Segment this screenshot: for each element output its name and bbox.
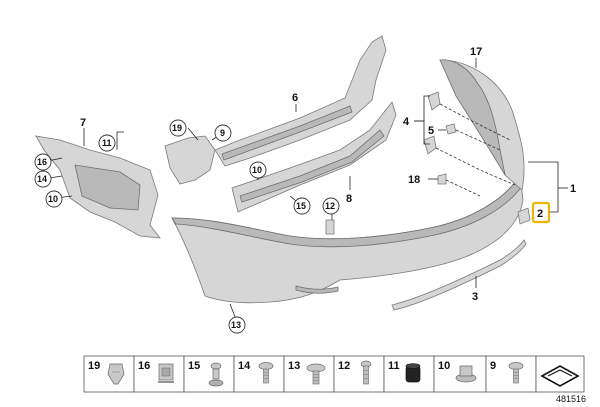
callout-2-highlight [531,201,551,224]
part-13-icon [306,363,326,385]
trim-strip [391,239,527,311]
part-15-icon [208,362,224,387]
callout-19: 19 [172,123,182,133]
callout-10-left: 10 [48,194,58,204]
callout-10-center: 10 [252,165,262,175]
callout-13: 13 [231,320,241,330]
part-10-icon [455,365,477,383]
strip-label-19: 19 [88,360,100,372]
strip-label-11: 11 [388,360,400,372]
energy-absorber [231,101,397,213]
callout-4: 4 [403,116,410,128]
callout-6: 6 [292,92,298,104]
clip-5 [445,123,457,135]
kit-symbol-icon [540,365,580,387]
callout-9: 9 [220,128,225,138]
callout-12: 12 [325,201,335,211]
energy-absorber-ribs [239,129,385,203]
callout-15: 15 [296,201,306,211]
strip-label-10: 10 [438,360,450,372]
callout-16: 16 [37,157,47,167]
clip-18 [437,173,447,185]
part-11-icon [405,363,421,383]
strip-label-12: 12 [338,360,350,372]
callout-2: 2 [537,208,543,220]
callout-14: 14 [37,174,47,184]
upper-carrier-ridge [221,105,353,161]
strip-label-15: 15 [188,360,200,372]
part-12-icon [360,360,372,385]
parts-strip: 19 16 15 14 13 12 11 10 9 [83,355,585,393]
upper-carrier [214,35,387,167]
callout-3: 3 [472,291,478,303]
strip-label-16: 16 [138,360,150,372]
part-9-icon [508,362,524,384]
bumper-reflector [295,285,339,294]
pdc-holder-2 [517,207,531,225]
callout-1: 1 [570,183,576,195]
left-bracket-web [74,164,141,211]
part-19-icon [107,363,125,385]
bracket-upper-right [427,91,441,111]
callout-7: 7 [80,117,86,129]
strip-label-14: 14 [238,360,251,372]
part-16-icon [158,363,174,383]
strip-label-9: 9 [490,360,496,372]
strip-label-13: 13 [288,360,300,372]
callout-11: 11 [102,138,112,148]
small-bracket [164,135,216,185]
part-14-icon [258,362,274,384]
clip-12 [325,219,335,235]
callout-17: 17 [470,46,482,58]
diagram-id: 481516 [556,394,586,404]
callout-5: 5 [428,125,434,137]
bracket-lower-right [423,135,437,155]
bumper-side-inner [439,59,506,176]
callout-18: 18 [408,174,420,186]
callout-8: 8 [346,193,352,205]
